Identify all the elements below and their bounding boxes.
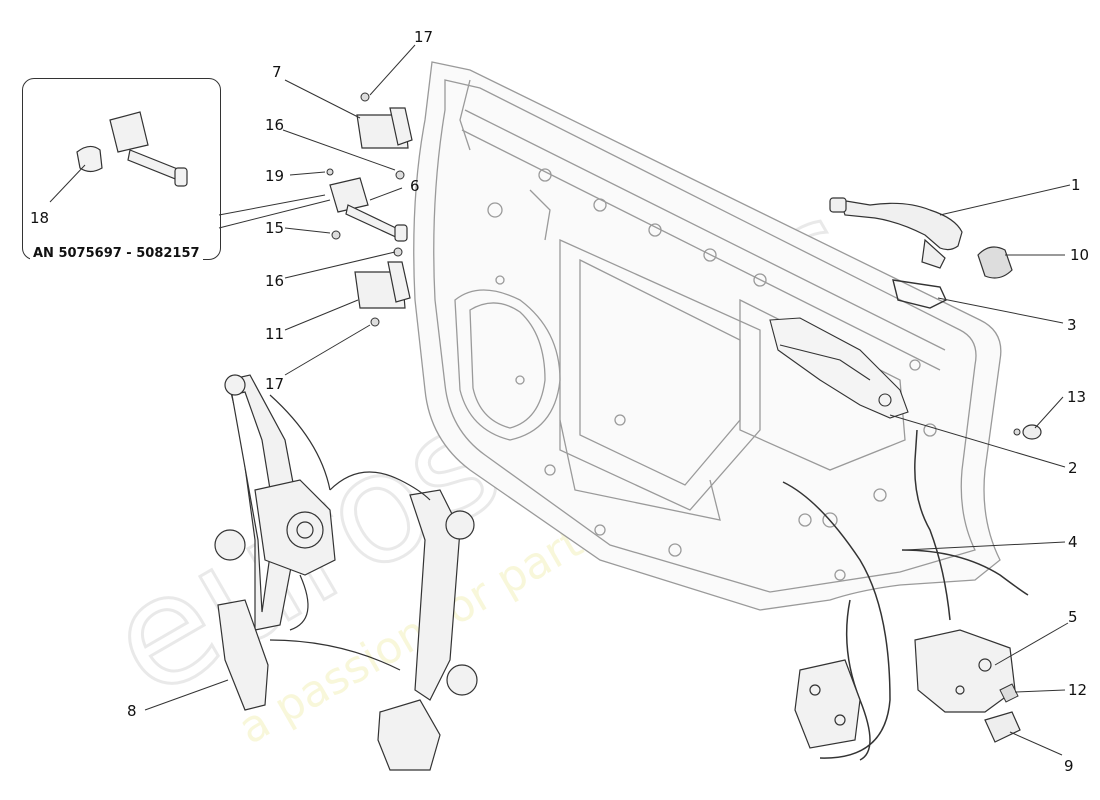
callout-5: 5	[1068, 608, 1078, 626]
lower-hinge	[354, 261, 411, 309]
callout-8: 8	[127, 702, 137, 720]
upper-hinge	[356, 107, 413, 149]
check-strap	[329, 177, 408, 242]
callout-1: 1	[1071, 176, 1081, 194]
inset-frame	[22, 78, 221, 260]
callout-13: 13	[1067, 388, 1087, 406]
window-regulator	[214, 374, 478, 771]
callout-6: 6	[410, 177, 420, 195]
inset-label: AN 5075697 - 5082157	[30, 246, 203, 261]
door-latch	[794, 629, 1016, 749]
callout-15: 15	[265, 219, 285, 237]
regulator-cables	[269, 394, 431, 671]
clip	[1022, 424, 1042, 440]
latch-bracket	[984, 711, 1021, 743]
callout-17-top: 17	[414, 28, 434, 46]
callout-16-top: 16	[265, 116, 285, 134]
inset-check-strap	[76, 111, 188, 187]
callout-12: 12	[1068, 681, 1088, 699]
callout-10: 10	[1070, 246, 1090, 264]
gasket	[892, 279, 947, 309]
callout-7: 7	[272, 63, 282, 81]
callout-9: 9	[1064, 757, 1074, 775]
leader-lines	[49, 44, 1071, 756]
callout-18: 18	[30, 209, 50, 227]
callout-4: 4	[1068, 533, 1078, 551]
door-panel	[413, 61, 1002, 611]
plug	[999, 683, 1019, 703]
callout-19: 19	[265, 167, 285, 185]
outer-handle	[829, 197, 963, 269]
callout-3: 3	[1067, 316, 1077, 334]
callout-17-bottom: 17	[265, 375, 285, 393]
clip-pin	[1013, 428, 1021, 436]
bolts	[326, 92, 405, 327]
handle-cap	[977, 246, 1013, 279]
callout-16-bottom: 16	[265, 272, 285, 290]
callout-2: 2	[1068, 459, 1078, 477]
callout-11: 11	[265, 325, 285, 343]
inner-handle-mechanism	[769, 317, 909, 419]
